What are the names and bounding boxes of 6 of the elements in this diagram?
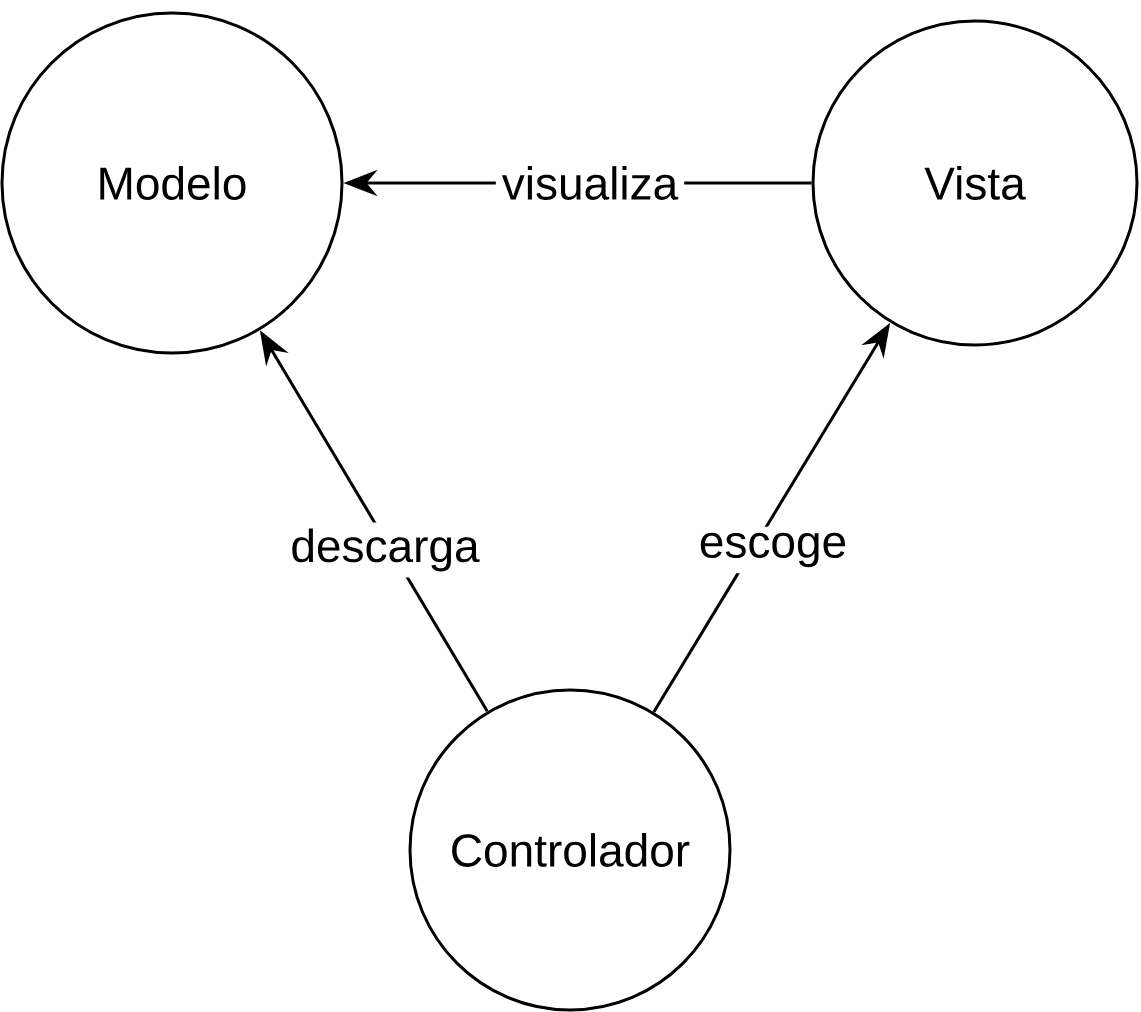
circle-node: Controlador (408, 688, 732, 1012)
circle-node: Vista (811, 19, 1139, 347)
circle-node: Modelo (0, 11, 344, 355)
edge-label: descarga (284, 522, 486, 578)
edge-label: visualiza (495, 160, 685, 206)
edge-label: escoge (692, 526, 854, 574)
